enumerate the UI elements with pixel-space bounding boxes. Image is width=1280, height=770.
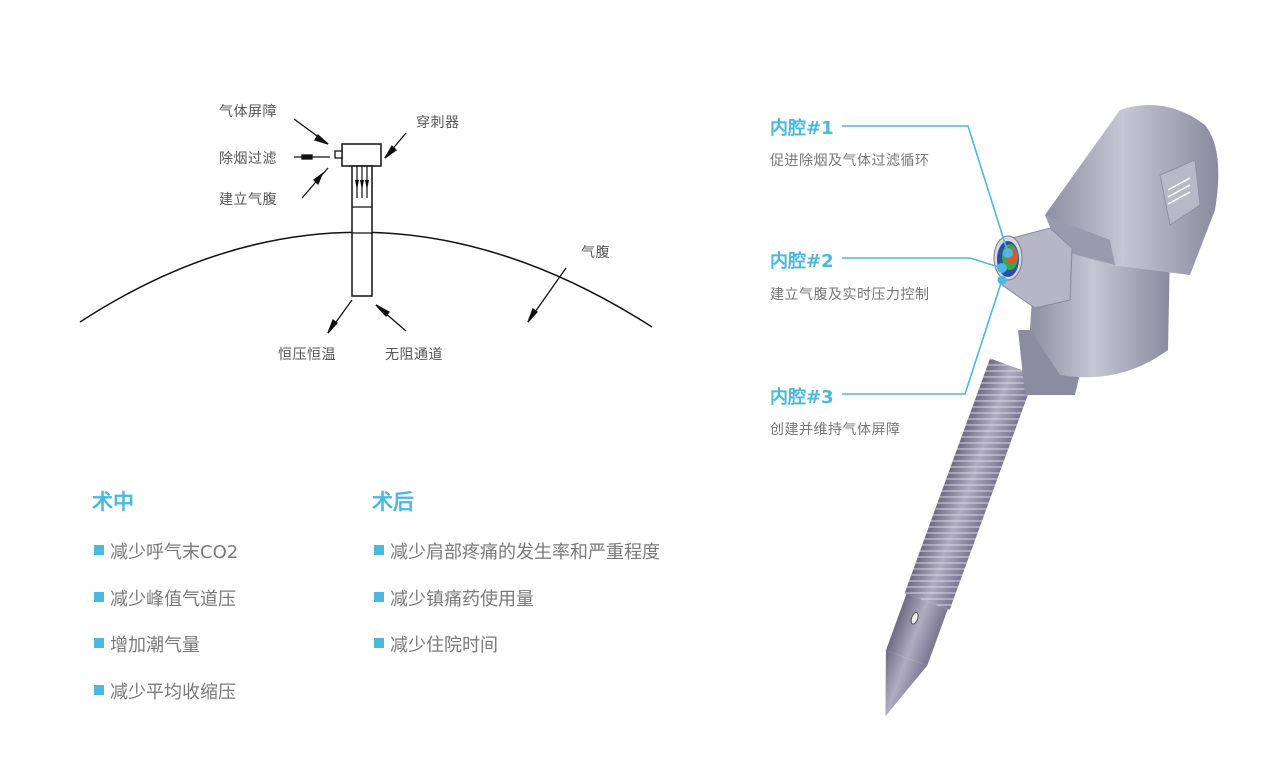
list-item: 减少平均收缩压 <box>94 678 238 725</box>
list-item: 减少镇痛药使用量 <box>374 585 660 632</box>
lumen-1-desc: 促进除烟及气体过滤循环 <box>770 153 930 169</box>
list-item: 减少肩部疼痛的发生率和严重程度 <box>374 538 660 585</box>
bullet-icon <box>374 638 384 648</box>
label-pneumoperitoneum: 气腹 <box>581 245 610 261</box>
callout-dot-2 <box>997 263 1007 273</box>
device-tip <box>885 650 928 717</box>
intraop-title: 术中 <box>92 490 134 514</box>
callout-line-3 <box>842 279 1003 395</box>
bullet-icon <box>94 684 104 695</box>
label-smoke-filter: 除烟过滤 <box>219 151 277 167</box>
lumen-1-title: 内腔#1 <box>770 118 834 139</box>
callout-dot-1 <box>1003 248 1013 258</box>
bullet-icon <box>374 591 384 602</box>
callout-line-2 <box>842 257 1003 269</box>
list-item: 减少住院时间 <box>374 631 660 678</box>
label-constant-pressure-temp: 恒压恒温 <box>278 347 336 363</box>
lumen-3-title: 内腔#3 <box>770 387 834 408</box>
callout-line-1 <box>842 125 1009 254</box>
callout-dot-3 <box>997 275 1007 285</box>
lumen-2-desc: 建立气腹及实时压力控制 <box>770 287 930 303</box>
list-item: 减少呼气末CO2 <box>94 538 238 585</box>
label-insufflation: 建立气腹 <box>219 192 277 208</box>
postop-list: 减少肩部疼痛的发生率和严重程度 减少镇痛药使用量 减少住院时间 <box>374 538 660 678</box>
bullet-icon <box>94 638 104 648</box>
label-unobstructed-channel: 无阻通道 <box>385 347 443 363</box>
lumen-2-title: 内腔#2 <box>770 251 834 272</box>
label-gas-barrier: 气体屏障 <box>219 104 277 120</box>
list-item: 减少峰值气道压 <box>94 585 238 632</box>
intraop-list: 减少呼气末CO2 减少峰值气道压 增加潮气量 减少平均收缩压 <box>94 538 238 724</box>
bullet-icon <box>94 545 104 555</box>
postop-title: 术后 <box>372 490 414 514</box>
lumen-3-desc: 创建并维持气体屏障 <box>770 422 901 438</box>
bullet-icon <box>374 545 384 555</box>
list-item: 增加潮气量 <box>94 631 238 678</box>
label-trocar: 穿刺器 <box>416 115 460 131</box>
bullet-icon <box>94 591 104 602</box>
trocar-port <box>334 150 343 159</box>
